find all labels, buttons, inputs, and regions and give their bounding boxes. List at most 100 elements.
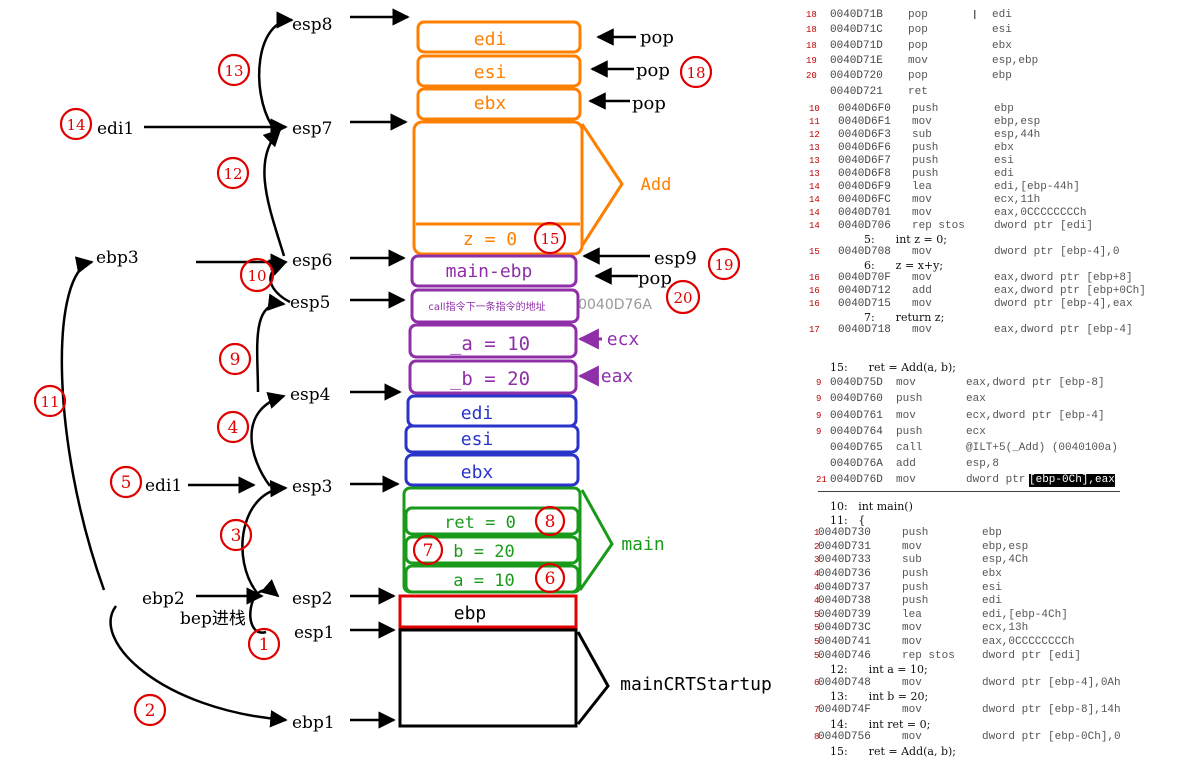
ebp3-label: ebp3 — [96, 248, 139, 268]
code-op: mov — [912, 272, 932, 284]
code-op: rep stos — [902, 649, 955, 662]
step-9: 9 — [230, 350, 241, 370]
code-addr: 0040D70F — [838, 272, 891, 284]
code-addr: 0040D74F — [818, 704, 871, 716]
code-line: 14: int ret = 0; — [812, 718, 1142, 731]
code-op: mov — [896, 377, 916, 390]
source-line: 13: int b = 20; — [830, 690, 929, 704]
code-op: sub — [902, 554, 922, 567]
code-arg: dword ptr [ebp-4],eax — [994, 298, 1133, 310]
code-ln: 14 — [809, 182, 820, 192]
stack-cell-ret-addr: call指令下一条指令的地址 — [428, 300, 545, 313]
code-addr: 0040D76D — [830, 474, 883, 487]
code-addr: 0040D730 — [818, 527, 871, 540]
code-ln: 19 — [806, 55, 817, 66]
code-addr: 0040D764 — [830, 425, 883, 438]
code-op: mov — [912, 324, 932, 336]
code-op: mov — [902, 540, 922, 553]
crt-frame-box — [398, 628, 578, 728]
code-ln: 4 — [814, 596, 820, 607]
step-19: 19 — [714, 256, 733, 274]
code-op: mov — [896, 474, 916, 487]
code-ln: 13 — [809, 169, 820, 179]
source-line: 7: return z; — [864, 311, 945, 324]
code-addr: 0040D73C — [818, 622, 871, 635]
code-ln: 18 — [806, 10, 817, 20]
edi1-label-bottom: edi1 — [145, 476, 182, 496]
stack-cell-edi-main: edi — [461, 403, 494, 424]
stack-cell-ebp: ebp — [454, 603, 487, 624]
code-ln: 4 — [814, 569, 820, 579]
code-addr: 0040D736 — [818, 568, 871, 580]
code-arg: dword ptr [edi] — [982, 649, 1082, 662]
step-14: 14 — [66, 116, 85, 134]
code-op: mov — [912, 207, 932, 219]
code-arg: esp,ebp — [992, 54, 1039, 67]
code-addr: 0040D741 — [818, 636, 871, 648]
code-addr: 0040D739 — [818, 608, 871, 621]
code-ln: 15 — [809, 247, 820, 257]
code-ln: 9 — [816, 410, 822, 421]
code-arg: esi — [994, 155, 1014, 167]
code-op: mov — [902, 622, 922, 635]
code-ln: 4 — [814, 582, 820, 593]
code-arg: dword ptr [edi] — [994, 220, 1094, 232]
code-addr: 0040D760 — [830, 393, 883, 406]
code-arg: esp,4Ch — [982, 554, 1029, 567]
stack-cell-param-a: _a = 10 — [450, 333, 530, 355]
code-arg: eax,dword ptr [ebp-8] — [966, 377, 1105, 390]
code-arg: edi — [994, 168, 1014, 180]
source-line: 5: int z = 0; — [864, 233, 947, 246]
code-ln: 6 — [814, 677, 820, 688]
code-op: mov — [912, 298, 932, 310]
step-4: 4 — [228, 418, 239, 438]
esp3-label: esp3 — [292, 477, 332, 497]
code-addr: 0040D71D — [830, 39, 883, 52]
stack-cell-param-b-box — [408, 359, 578, 395]
esp8-label: esp8 — [292, 15, 332, 35]
code-addr: 0040D718 — [838, 324, 891, 336]
code-arg: eax,0CCCCCCCCh — [994, 207, 1087, 219]
code-ln: 9 — [816, 378, 822, 389]
step-15: 15 — [540, 230, 559, 248]
code-addr: 0040D712 — [838, 285, 891, 297]
stack-cell-esi-main: esi — [461, 429, 494, 450]
code-addr: 0040D721 — [830, 85, 883, 98]
code-op: ret — [908, 85, 928, 98]
code-op: sub — [912, 129, 932, 141]
code-op: pop — [908, 24, 928, 37]
stack-cell-main-ebp: main-ebp — [446, 261, 533, 282]
code-ln: 16 — [809, 273, 820, 283]
code-arg: ebx — [994, 142, 1014, 154]
code-addr: 0040D748 — [818, 676, 871, 689]
step-12: 12 — [223, 165, 242, 183]
code-op: push — [902, 595, 929, 608]
code-arg: esi — [982, 581, 1002, 594]
source-line: 15: ret = Add(a, b); — [830, 361, 956, 374]
code-addr: 0040D756 — [818, 731, 871, 744]
add-frame — [412, 20, 624, 256]
step-20: 20 — [673, 289, 692, 307]
code-arg: ebp,esp — [982, 540, 1029, 553]
code-addr: 0040D715 — [838, 298, 891, 310]
code-arg: edi — [982, 595, 1002, 608]
main-label: main — [621, 534, 664, 555]
